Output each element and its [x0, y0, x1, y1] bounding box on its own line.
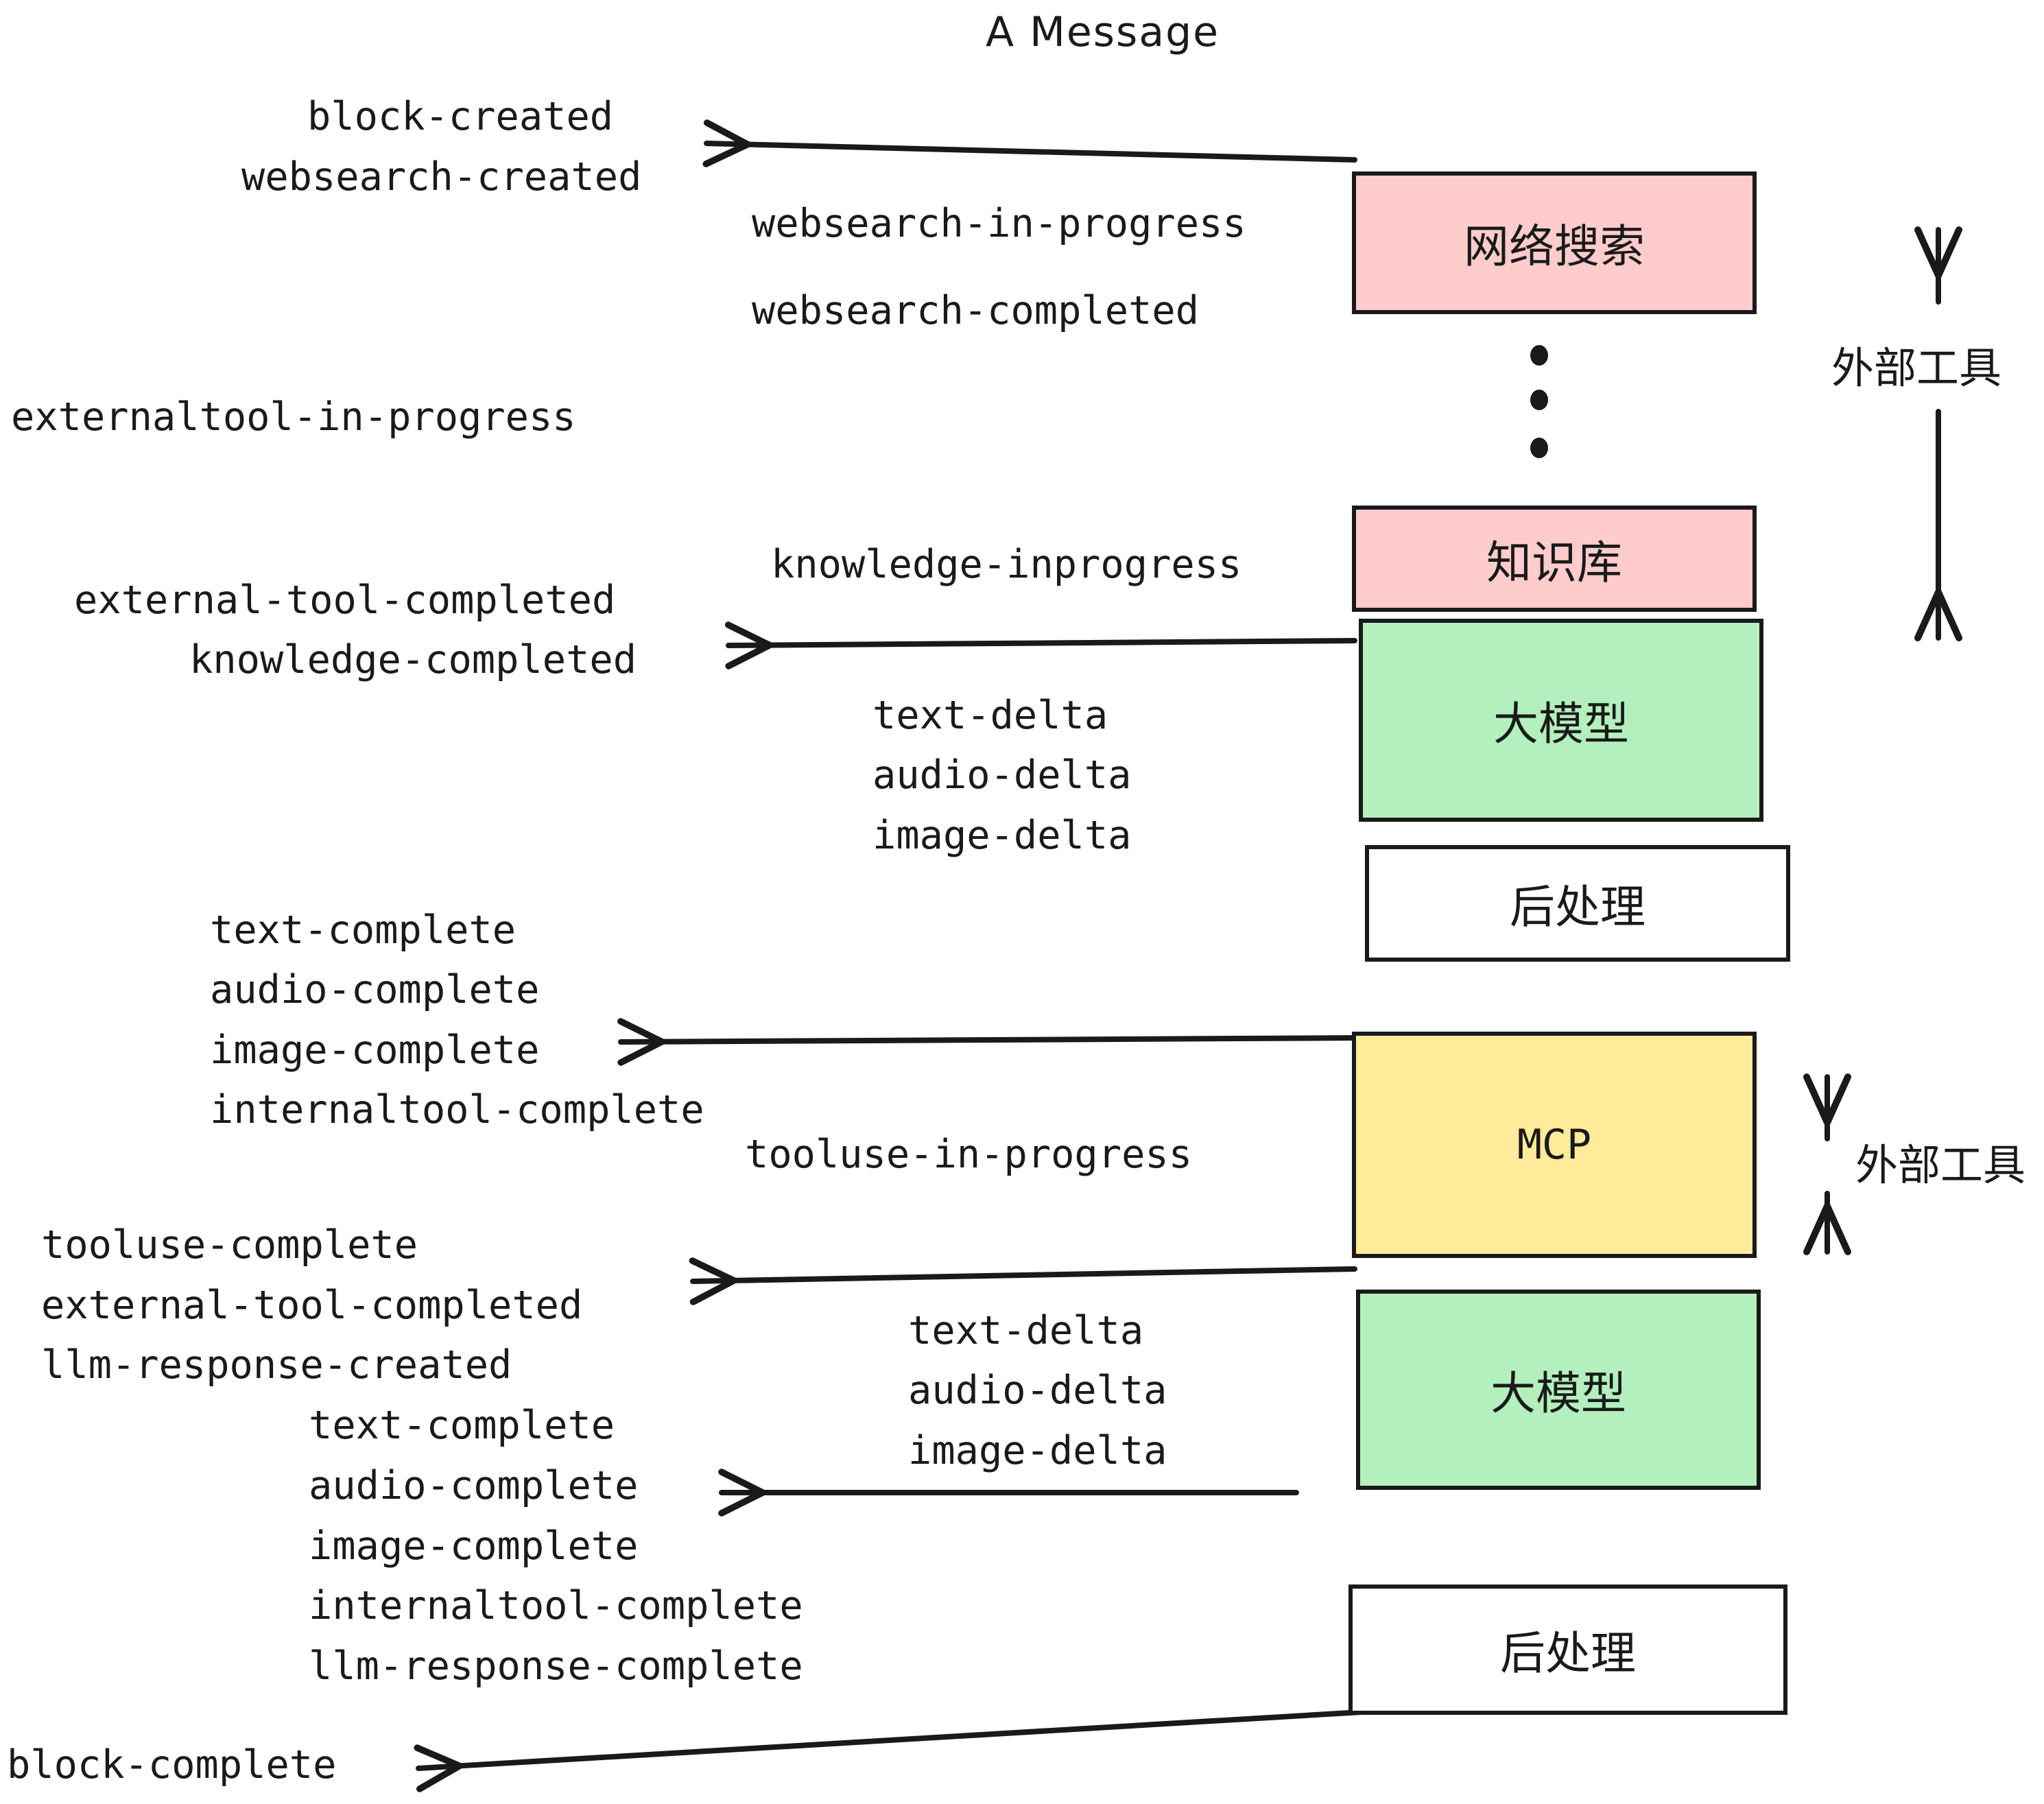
arrow-tooluse-complete [689, 1257, 1357, 1305]
arrow-image-complete [617, 1018, 1368, 1066]
event-text-delta-1: text-delta [872, 693, 1108, 738]
event-websearch-created: websearch-created [241, 154, 642, 200]
event-text-complete-2: text-complete [309, 1403, 615, 1448]
event-audio-complete-1: audio-complete [210, 967, 540, 1012]
label-external-tools-top: 外部工具 [1831, 343, 2002, 393]
event-image-delta-2: image-delta [908, 1428, 1167, 1473]
event-block-created: block-created [307, 94, 614, 139]
node-mcp[interactable]: MCP [1352, 1032, 1757, 1258]
ellipsis-dot [1530, 438, 1548, 458]
arrow-block-created [702, 119, 1357, 167]
node-postprocess-1[interactable]: 后处理 [1365, 845, 1790, 962]
arrow-knowledge-completed [724, 621, 1357, 669]
event-externaltool-in-progress: externaltool-in-progress [11, 394, 576, 440]
node-postprocess-2[interactable]: 后处理 [1348, 1585, 1787, 1715]
event-image-complete-1: image-complete [210, 1028, 540, 1073]
arrow-block-complete [414, 1709, 1364, 1792]
event-text-delta-2: text-delta [908, 1308, 1144, 1353]
event-knowledge-completed: knowledge-completed [189, 637, 637, 683]
ellipsis-dot [1530, 345, 1548, 366]
event-knowledge-inprogress: knowledge-inprogress [771, 542, 1242, 587]
event-block-complete: block-complete [7, 1742, 337, 1788]
event-internaltool-complete-1: internaltool-complete [210, 1087, 704, 1132]
event-audio-delta-2: audio-delta [908, 1368, 1167, 1413]
page-title: A Message [986, 8, 1220, 56]
node-knowledge[interactable]: 知识库 [1352, 506, 1757, 612]
event-llm-response-created: llm-response-created [41, 1342, 512, 1388]
event-audio-delta-1: audio-delta [872, 752, 1132, 798]
event-internaltool-complete-2: internaltool-complete [309, 1583, 803, 1628]
event-audio-complete-2: audio-complete [309, 1463, 639, 1508]
node-websearch[interactable]: 网络搜索 [1352, 171, 1757, 314]
event-external-tool-completed-1: external-tool-completed [74, 578, 616, 623]
event-llm-response-complete: llm-response-complete [309, 1643, 803, 1689]
event-websearch-completed: websearch-completed [752, 288, 1200, 333]
ellipsis-dot [1530, 390, 1548, 410]
event-image-delta-1: image-delta [872, 813, 1132, 858]
event-tooluse-complete: tooluse-complete [41, 1222, 418, 1268]
event-websearch-in-progress: websearch-in-progress [752, 201, 1246, 246]
event-external-tool-completed-2: external-tool-completed [41, 1283, 583, 1328]
node-llm-2[interactable]: 大模型 [1356, 1290, 1761, 1490]
node-llm-1[interactable]: 大模型 [1359, 619, 1763, 822]
event-text-complete-1: text-complete [210, 907, 516, 953]
event-image-complete-2: image-complete [309, 1523, 639, 1569]
event-tooluse-in-progress: tooluse-in-progress [745, 1132, 1193, 1177]
label-external-tools-bottom: 外部工具 [1855, 1140, 2026, 1190]
